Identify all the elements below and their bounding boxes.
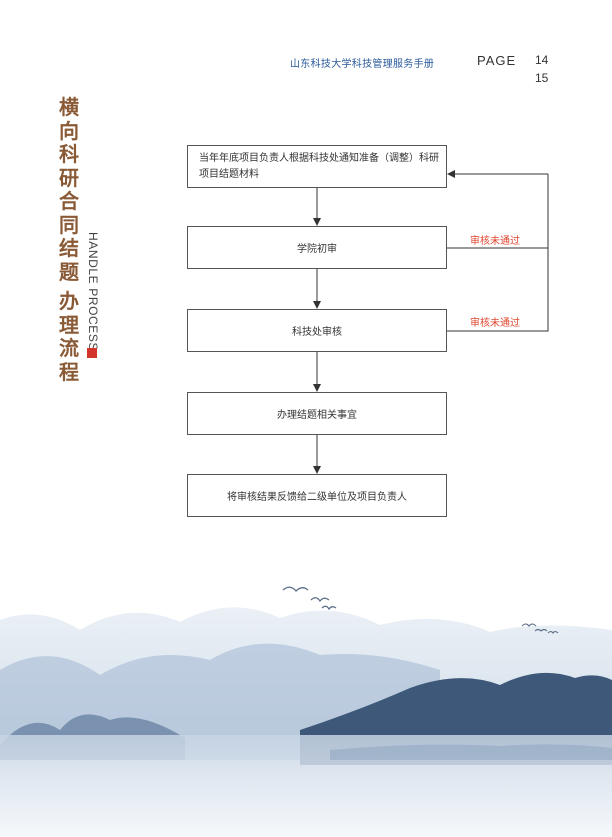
step-feedback-results: 将审核结果反馈给二级单位及项目负责人 <box>187 474 447 517</box>
step-handle-closing: 办理结题相关事宜 <box>187 392 447 435</box>
birds-left <box>282 586 337 611</box>
page-number-left: 14 <box>535 53 549 67</box>
reject-label-office: 审核未通过 <box>470 318 520 329</box>
title-line-1: 横向科研合同结题 <box>59 95 79 284</box>
step-college-review: 学院初审 <box>187 226 447 269</box>
flow-connectors <box>313 170 549 474</box>
step-prepare-materials: 当年年底项目负责人根据科技处通知准备（调整）科研项目结题材料 <box>187 145 447 188</box>
page-label: PAGE <box>477 53 517 68</box>
feedback-loop-line-2 <box>447 248 549 332</box>
page-number-right: 15 <box>535 71 549 85</box>
birds-right <box>521 623 559 634</box>
title-line-2: 办理流程 <box>59 289 79 384</box>
red-square-marker <box>87 348 97 358</box>
reject-label-college: 审核未通过 <box>470 236 520 247</box>
handbook-title: 山东科技大学科技管理服务手册 <box>290 59 435 70</box>
step-research-office-review: 科技处审核 <box>187 309 447 352</box>
right-cliff-reflection <box>330 744 612 760</box>
ink-landscape-illustration <box>0 586 612 837</box>
vertical-subtitle: HANDLE PROCESS <box>86 232 100 352</box>
vertical-title: 横向科研合同结题 办理流程 <box>54 95 84 384</box>
